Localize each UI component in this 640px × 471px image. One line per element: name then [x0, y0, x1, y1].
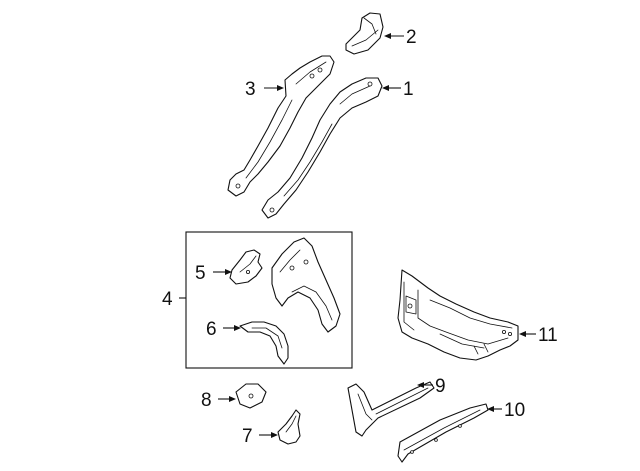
leader-5 — [213, 269, 232, 275]
part-6-arch — [239, 321, 289, 365]
callout-8: 8 — [201, 390, 212, 411]
part-2-bracket — [345, 12, 384, 55]
part-3-pillar — [227, 55, 335, 197]
part-9-rocker — [347, 381, 435, 437]
callout-4: 4 — [162, 289, 173, 310]
callout-3: 3 — [245, 79, 256, 100]
part-5-gusset — [229, 249, 263, 285]
callout-11: 11 — [538, 325, 558, 346]
callout-6: 6 — [206, 319, 217, 340]
leader-10 — [487, 406, 502, 412]
leader-11 — [519, 331, 536, 337]
part-7-bracket — [277, 409, 301, 445]
leader-2 — [384, 33, 404, 39]
callout-1: 1 — [403, 79, 414, 100]
part-11-floor — [397, 269, 519, 361]
part-10-rocker — [397, 403, 489, 463]
leader-6 — [223, 325, 241, 331]
callout-5: 5 — [195, 263, 206, 284]
callout-2: 2 — [406, 27, 417, 48]
leader-8 — [218, 396, 236, 402]
callout-9: 9 — [435, 376, 446, 397]
part-4-panel — [271, 237, 341, 333]
leader-9 — [417, 382, 433, 388]
callout-7: 7 — [242, 426, 253, 447]
leader-7 — [259, 432, 278, 438]
leader-1 — [382, 85, 401, 91]
group-4-box — [185, 231, 353, 369]
callout-10: 10 — [504, 400, 525, 421]
part-8-plate — [235, 383, 267, 409]
part-1-pillar — [261, 77, 383, 219]
leader-3 — [264, 85, 284, 91]
